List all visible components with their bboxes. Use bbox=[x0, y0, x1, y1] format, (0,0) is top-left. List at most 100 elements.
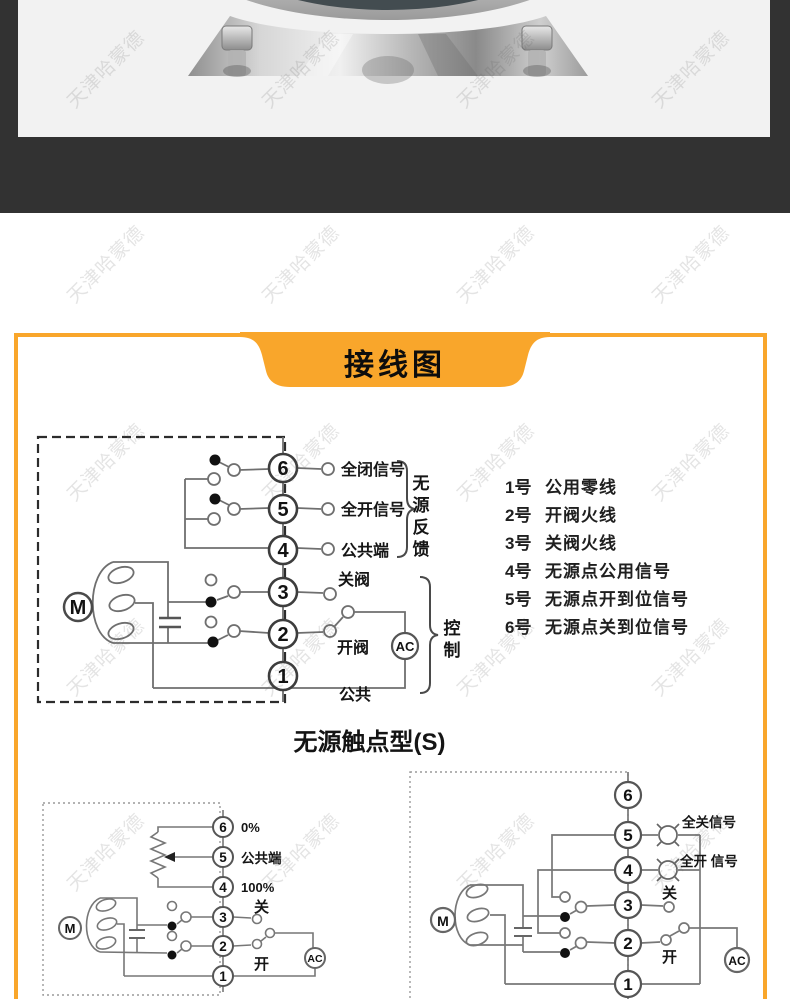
terminal-number: 3 bbox=[219, 910, 227, 925]
wires bbox=[92, 437, 406, 702]
terminal-number: 4 bbox=[219, 880, 227, 895]
label-zero-percent: 0% bbox=[241, 820, 260, 835]
label-full-open-signal: 全开 信号 bbox=[679, 853, 738, 869]
terminal-number: 5 bbox=[623, 826, 632, 845]
product-photo-strip bbox=[18, 0, 770, 137]
bolt-left-stem bbox=[228, 50, 246, 76]
terminal-number: 3 bbox=[623, 896, 632, 915]
feedback-brace-icon bbox=[396, 460, 416, 558]
bolt-right-icon bbox=[521, 25, 553, 51]
dark-divider-band bbox=[0, 137, 790, 213]
label-common-terminal: 公共端 bbox=[341, 541, 389, 560]
capacitor-symbol bbox=[159, 616, 181, 629]
watermark-text: 天津哈蒙德 bbox=[648, 222, 735, 308]
legend-row: 2号开阀火线 bbox=[505, 502, 689, 530]
label-full-close-signal: 全关信号 bbox=[681, 814, 736, 830]
switch-closed-contacts bbox=[205, 454, 221, 648]
metal-skirt bbox=[188, 16, 588, 76]
legend-terminal-desc: 无源点公用信号 bbox=[545, 562, 671, 581]
legend-terminal-desc: 无源点关到位信号 bbox=[545, 618, 689, 637]
terminal-number: 2 bbox=[219, 939, 227, 954]
motor-symbol: M bbox=[429, 883, 490, 947]
terminal-number: 4 bbox=[277, 540, 289, 562]
terminal-legend: 1号公用零线 2号开阀火线 3号关阀火线 4号无源点公用信号 5号无源点开到位信… bbox=[505, 474, 689, 642]
label-common: 公共 bbox=[339, 686, 371, 704]
legend-terminal-number: 4号 bbox=[505, 562, 532, 581]
wiring-diagram-active: M 6 5 4 3 2 1 bbox=[409, 771, 751, 999]
label-common-terminal: 公共端 bbox=[241, 850, 282, 866]
shadow-streak bbox=[418, 34, 478, 76]
legend-terminal-number: 2号 bbox=[505, 506, 532, 525]
terminal-number: 5 bbox=[219, 850, 227, 865]
legend-terminal-number: 6号 bbox=[505, 618, 532, 637]
terminal-strip: 6 5 4 3 2 1 bbox=[267, 452, 299, 692]
label-close: 关 bbox=[254, 898, 269, 916]
lamp-rays-icon bbox=[656, 858, 680, 882]
label-full-open-signal: 全开信号 bbox=[340, 500, 405, 519]
product-photo bbox=[188, 0, 588, 84]
label-hundred-percent: 100% bbox=[241, 880, 275, 895]
ac-power-symbol bbox=[304, 947, 326, 969]
switch-open-contacts bbox=[204, 462, 355, 638]
lamp-symbols bbox=[656, 823, 680, 882]
switch-open-contacts bbox=[559, 891, 690, 950]
terminal-number: 2 bbox=[277, 624, 288, 646]
watermark-text: 天津哈蒙德 bbox=[63, 222, 150, 308]
terminal-number: 2 bbox=[623, 934, 632, 953]
bolt-right-shadow bbox=[523, 65, 551, 77]
label-open: 开 bbox=[254, 956, 269, 973]
terminal-number: 5 bbox=[277, 499, 288, 521]
motor-label: M bbox=[437, 913, 449, 929]
page-title: 接线图 bbox=[344, 349, 446, 382]
banner-shape bbox=[240, 332, 550, 387]
legend-terminal-number: 5号 bbox=[505, 590, 532, 609]
label-close: 关 bbox=[662, 884, 677, 902]
terminal-number: 6 bbox=[219, 820, 227, 835]
ac-label: AC bbox=[307, 953, 323, 965]
capacitor-symbol bbox=[514, 927, 532, 937]
legend-row: 6号无源点关到位信号 bbox=[505, 614, 689, 642]
wiring-panel bbox=[14, 333, 767, 999]
legend-terminal-number: 3号 bbox=[505, 534, 532, 553]
banner-ribbon bbox=[240, 332, 550, 387]
terminal-number: 1 bbox=[219, 969, 227, 984]
watermark-text: 天津哈蒙德 bbox=[453, 222, 540, 308]
svg-text:控: 控 bbox=[444, 618, 461, 638]
label-open-valve: 开阀 bbox=[337, 638, 369, 657]
control-brace-icon bbox=[419, 576, 439, 694]
terminal-number: 1 bbox=[623, 975, 632, 994]
actuator-boundary-box bbox=[409, 771, 629, 999]
legend-row: 4号无源点公用信号 bbox=[505, 558, 689, 586]
terminal-number: 1 bbox=[277, 666, 288, 688]
bolt-left-shadow bbox=[223, 65, 251, 77]
legend-terminal-desc: 公用零线 bbox=[545, 478, 617, 497]
motor-symbol: M bbox=[62, 565, 136, 641]
svg-text:反: 反 bbox=[413, 518, 430, 537]
wiper-arrow-icon bbox=[164, 852, 175, 862]
actuator-boundary-box bbox=[36, 435, 287, 704]
terminal-number: 4 bbox=[623, 861, 633, 880]
wiring-diagram-passive: M 6 5 4 3 2 1 bbox=[36, 435, 461, 704]
terminal-number: 6 bbox=[277, 458, 288, 480]
actuator-boundary-box bbox=[42, 802, 221, 996]
reflection-spot bbox=[362, 56, 414, 84]
bolt-left-icon bbox=[221, 25, 253, 51]
bolt-right-stem bbox=[528, 50, 546, 76]
switch-closed-contacts bbox=[167, 921, 177, 960]
legend-terminal-number: 1号 bbox=[505, 478, 532, 497]
switch-closed-contacts bbox=[560, 912, 570, 958]
legend-row: 5号无源点开到位信号 bbox=[505, 586, 689, 614]
ac-label: AC bbox=[396, 639, 415, 654]
ac-label: AC bbox=[728, 954, 746, 968]
terminal-number: 6 bbox=[623, 786, 632, 805]
dark-dome bbox=[297, 0, 479, 10]
legend-row: 3号关阀火线 bbox=[505, 530, 689, 558]
diagram-caption: 无源触点型(S) bbox=[293, 729, 446, 756]
svg-text:馈: 馈 bbox=[413, 539, 430, 559]
svg-text:源: 源 bbox=[413, 495, 430, 515]
highlight-streak bbox=[298, 34, 353, 76]
legend-terminal-desc: 开阀火线 bbox=[545, 506, 617, 525]
legend-terminal-desc: 无源点开到位信号 bbox=[545, 590, 689, 609]
terminal-strip: 6 5 4 3 2 1 bbox=[212, 816, 234, 987]
